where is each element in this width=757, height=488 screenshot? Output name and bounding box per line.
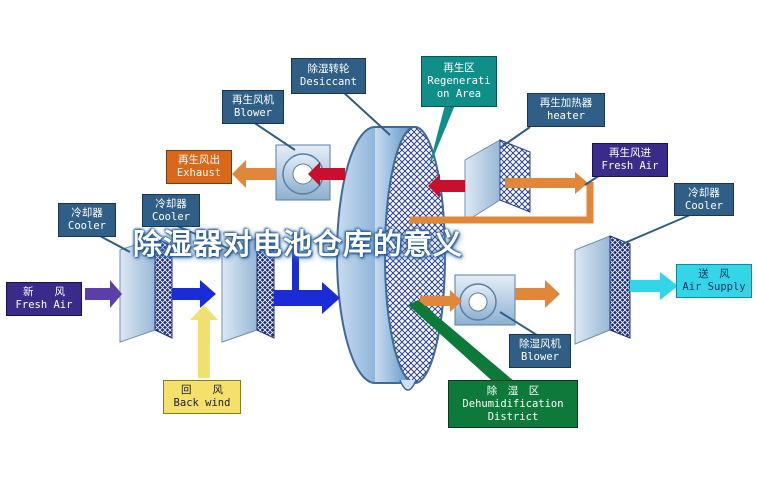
back-wind-label: 回 风 Back wind (163, 380, 241, 414)
process-blower-unit (454, 274, 516, 326)
regen-blower-label: 再生风机 Blower (222, 90, 284, 124)
process-blue-arrow-1 (172, 280, 216, 308)
left-cooler-unit (119, 237, 173, 343)
fresh-air-arrow (85, 280, 122, 308)
process-up-arrow (292, 250, 299, 295)
regen-red-arrow (308, 162, 345, 186)
dry-air-arrow (420, 290, 462, 312)
exhaust-label: 再生风出 Exhaust (166, 150, 232, 184)
cooler-right-label: 冷却器 Cooler (674, 183, 734, 216)
dry-air-arrow-2 (515, 280, 560, 308)
dehumidification-district-label: 除 湿 区 Dehumidification District (448, 380, 578, 428)
regen-heater-label: 再生加热器 heater (527, 93, 605, 127)
process-blower-label: 除湿风机 Blower (509, 334, 571, 368)
process-blue-arrow-2 (274, 282, 340, 314)
exhaust-arrow (232, 160, 276, 188)
desiccant-label: 除湿转轮 Desiccant (291, 58, 366, 94)
regen-blower-unit (275, 144, 331, 201)
cooler-mid-label: 冷却器 Cooler (142, 194, 200, 227)
regen-heater-unit (464, 139, 531, 223)
back-wind-arrow (190, 305, 218, 378)
supply-air-arrow (630, 272, 678, 300)
regen-fresh-air-duct (410, 172, 594, 224)
mid-cooler-unit (221, 237, 275, 343)
regen-return-arrow (428, 174, 465, 198)
headline-overlay: 除湿器对电池仓库的意义 (133, 227, 464, 261)
regeneration-area-label: 再生区 Regenerati on Area (421, 56, 497, 107)
fresh-air-label: 新 风 Fresh Air (6, 282, 82, 316)
air-supply-label: 送 风 Air Supply (676, 264, 752, 298)
regen-fresh-air-label: 再生风进 Fresh Air (592, 143, 668, 177)
right-cooler-unit (574, 235, 631, 345)
cooler-left-label: 冷却器 Cooler (58, 203, 116, 237)
